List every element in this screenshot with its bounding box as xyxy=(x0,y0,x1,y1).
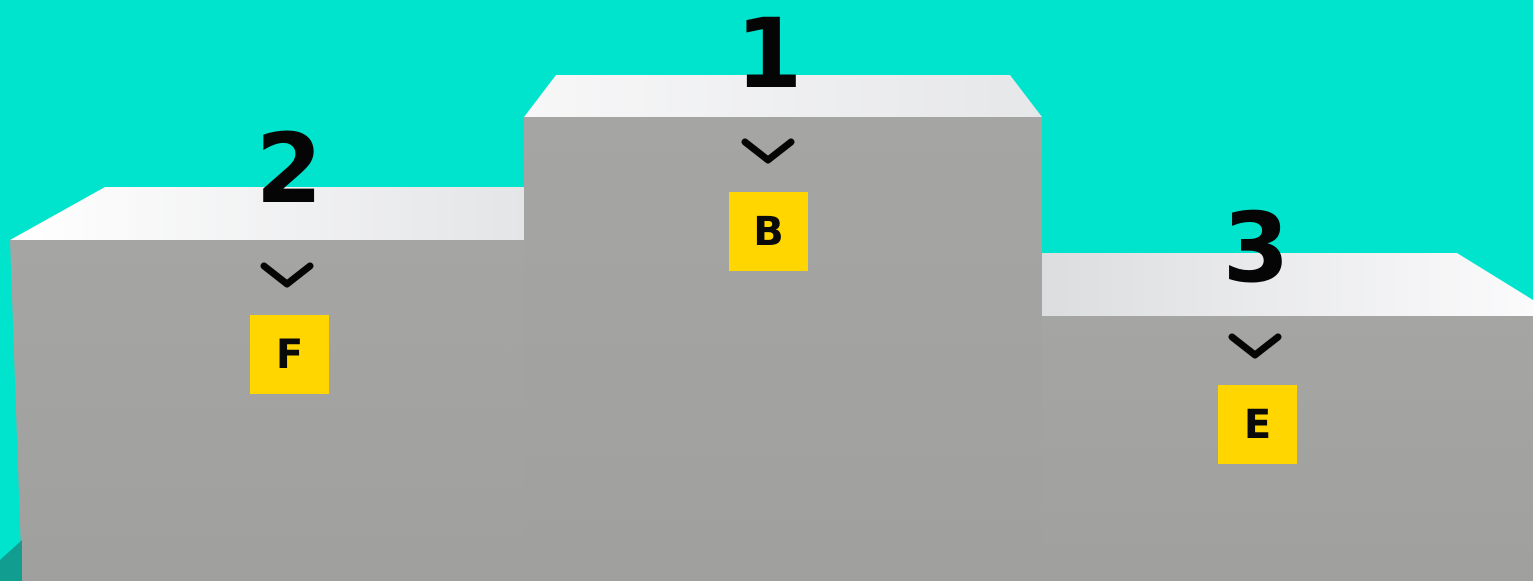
winner-badge-second: F xyxy=(250,315,329,394)
rank-third: 3 xyxy=(1195,200,1315,296)
podium-front-second xyxy=(10,240,525,581)
chevron-down-icon xyxy=(1228,333,1282,361)
chevron-down-icon xyxy=(260,262,314,290)
chevron-down-icon xyxy=(741,138,795,166)
rank-second: 2 xyxy=(228,121,348,217)
winner-badge-third: E xyxy=(1218,385,1297,464)
rank-first: 1 xyxy=(708,6,828,102)
winner-badge-first: B xyxy=(729,192,808,271)
podium-front-first xyxy=(524,117,1042,581)
